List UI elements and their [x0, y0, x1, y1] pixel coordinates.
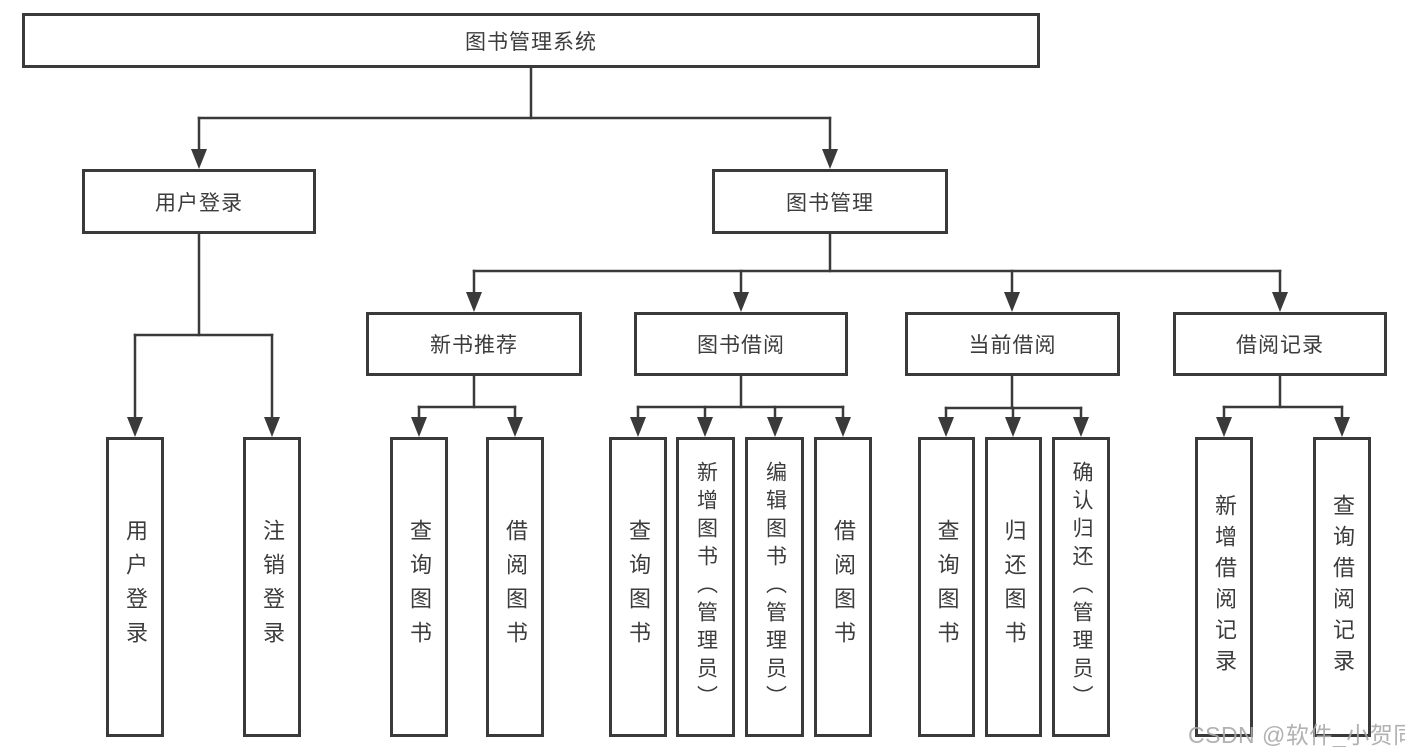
node-borrowing-records: 借阅记录 — [1173, 312, 1387, 376]
leaf-query-books-borrowing: 查询图书 — [609, 437, 667, 737]
node-library-management-system: 图书管理系统 — [22, 13, 1040, 68]
leaf-edit-books-admin: 编辑图书（管理员） — [745, 437, 804, 737]
node-user-login: 用户登录 — [82, 169, 316, 234]
node-book-management: 图书管理 — [712, 169, 948, 234]
leaf-logout-login: 注销登录 — [243, 437, 301, 737]
leaf-user-login: 用户登录 — [106, 437, 164, 737]
leaf-return-books: 归还图书 — [985, 437, 1042, 737]
node-current-borrowing: 当前借阅 — [905, 312, 1120, 376]
node-book-borrowing: 图书借阅 — [634, 312, 848, 376]
leaf-query-books-recommend: 查询图书 — [390, 437, 448, 737]
leaf-borrow-books-recommend: 借阅图书 — [486, 437, 544, 737]
leaf-confirm-return-admin: 确认归还（管理员） — [1052, 437, 1110, 737]
leaf-add-borrow-record: 新增借阅记录 — [1195, 437, 1253, 737]
leaf-query-books-current: 查询图书 — [918, 437, 975, 737]
node-new-book-recommend: 新书推荐 — [366, 312, 582, 376]
leaf-borrow-books-borrowing: 借阅图书 — [814, 437, 872, 737]
leaf-query-borrow-record: 查询借阅记录 — [1313, 437, 1371, 737]
leaf-add-books-admin: 新增图书（管理员） — [676, 437, 735, 737]
csdn-watermark: CSDN @软件_小贺同学 — [1188, 722, 1405, 747]
